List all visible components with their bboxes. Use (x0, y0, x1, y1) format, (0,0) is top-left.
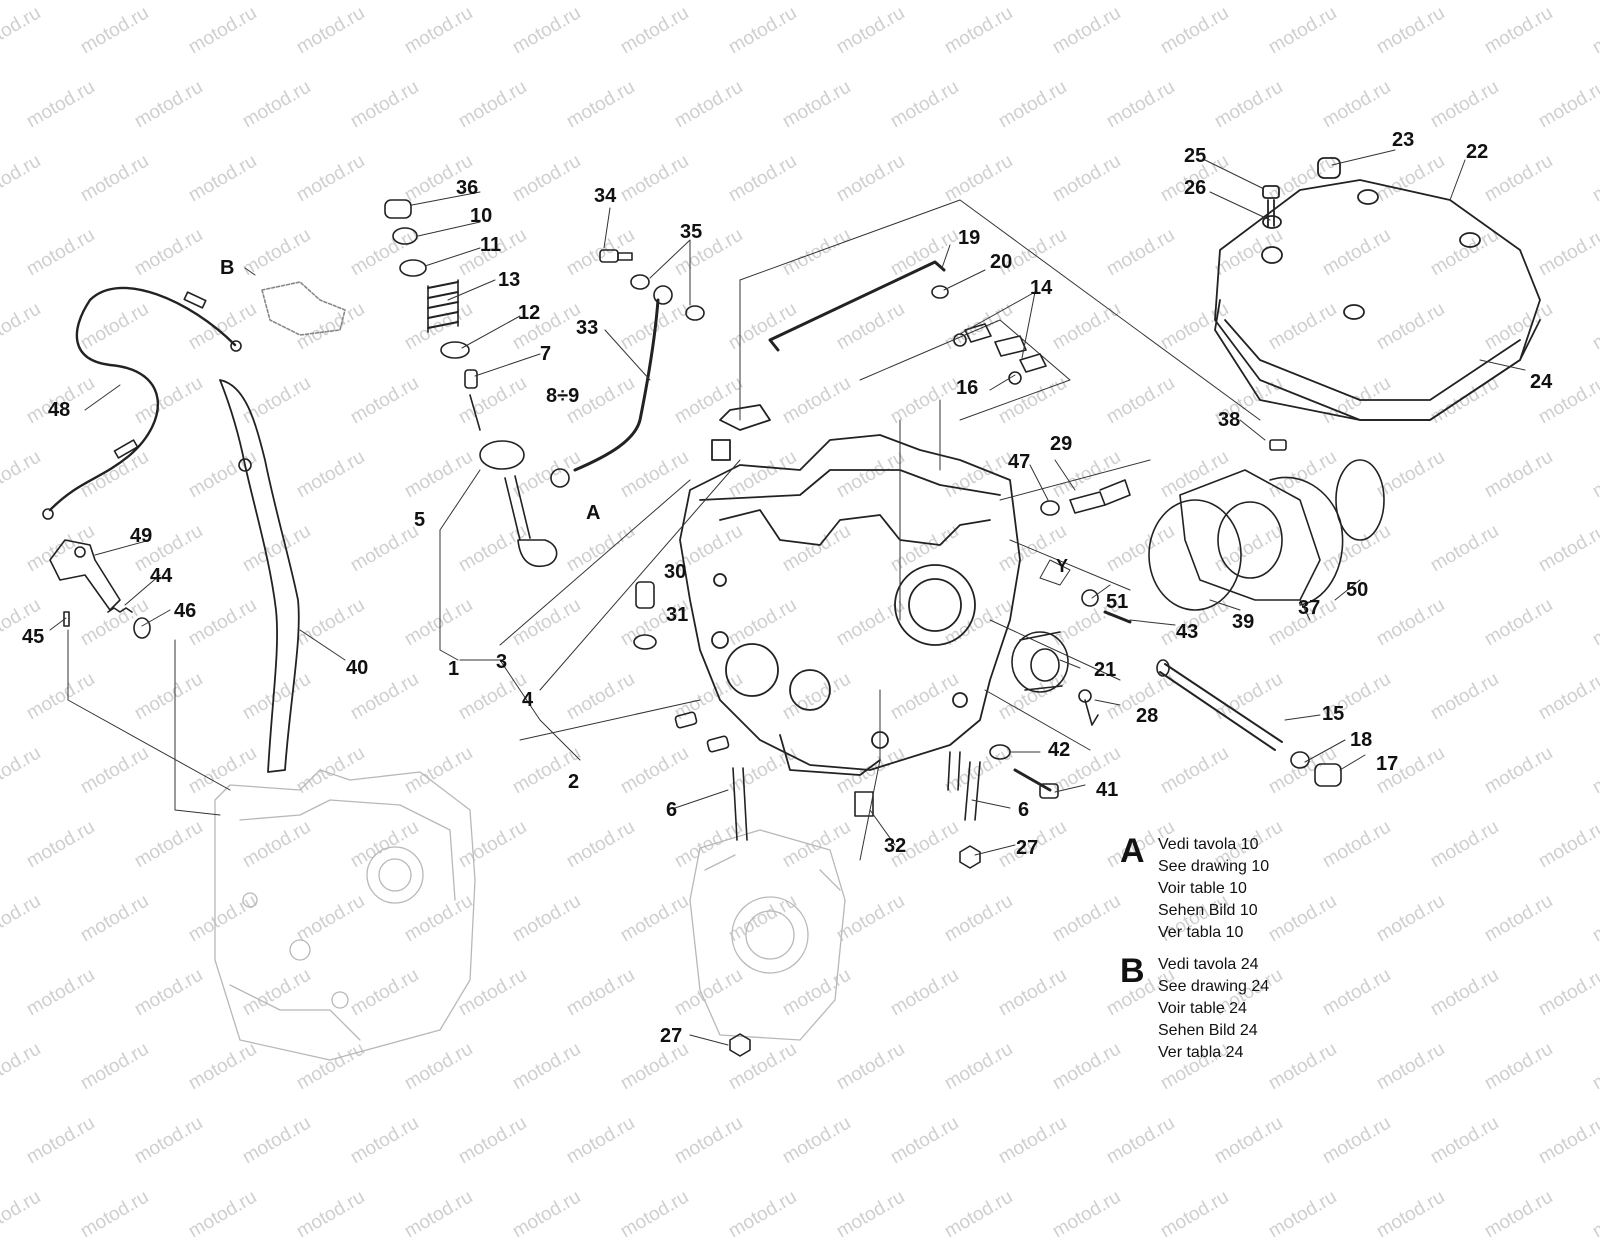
callout-10: 10 (470, 205, 493, 227)
callout-25: 25 (1184, 145, 1207, 167)
pipe-19 (768, 260, 946, 352)
legend-a-line: Voir table 10 (1158, 880, 1247, 897)
callout-21: 21 (1094, 659, 1117, 681)
callout-19: 19 (958, 227, 981, 249)
callout-29: 29 (1050, 433, 1073, 455)
callout-33: 33 (576, 317, 599, 339)
cylinder-ghost (689, 829, 846, 1041)
callout-3: 3 (496, 651, 508, 673)
callout-11: 11 (480, 234, 502, 256)
cable-48 (42, 286, 242, 520)
callout-6-right: 6 (1018, 799, 1030, 821)
legend-b-line: Ver tabla 24 (1158, 1044, 1244, 1061)
legend-a-line: Ver tabla 10 (1158, 924, 1244, 941)
legend-b-line: Sehen Bild 24 (1158, 1022, 1258, 1039)
legend-b-line: Vedi tavola 24 (1158, 956, 1259, 973)
callout-45: 45 (22, 626, 45, 648)
callout-23: 23 (1392, 129, 1415, 151)
legend-a-letter: A (1120, 832, 1145, 870)
callout-48: 48 (48, 399, 71, 421)
callout-15: 15 (1322, 703, 1345, 725)
spark-plug-29 (1040, 479, 1131, 516)
callout-18: 18 (1350, 729, 1373, 751)
callout-42: 42 (1048, 739, 1071, 761)
ref-marker-y: Y (1056, 556, 1069, 576)
oil-line-33 (550, 249, 705, 488)
callout-16: 16 (956, 377, 979, 399)
legend-b-line: Voir table 24 (1158, 1000, 1247, 1017)
callout-37: 37 (1298, 597, 1321, 619)
gasket-b (261, 281, 346, 336)
callout-34: 34 (594, 185, 617, 207)
callout-2: 2 (568, 771, 580, 793)
callout-49: 49 (130, 525, 153, 547)
crankcase-ghost (214, 769, 476, 1061)
callout-31: 31 (666, 604, 689, 626)
callout-46: 46 (174, 600, 197, 622)
cylinder-head (679, 404, 1021, 776)
misc-fasteners (633, 581, 1059, 1057)
legend-a-line: Sehen Bild 10 (1158, 902, 1258, 919)
callout-39: 39 (1232, 611, 1255, 633)
callout-28: 28 (1136, 705, 1159, 727)
chain-guide-40 (219, 379, 300, 773)
callout-26: 26 (1184, 177, 1207, 199)
camshaft-15 (1156, 659, 1342, 787)
callout-27-lower: 27 (660, 1025, 683, 1047)
exploded-parts-drawing (42, 149, 1541, 1061)
callout-50: 50 (1346, 579, 1369, 601)
legend-b-line: See drawing 24 (1158, 978, 1270, 995)
callout-14: 14 (1030, 277, 1053, 299)
callout-35: 35 (680, 221, 703, 243)
callout-32: 32 (884, 835, 907, 857)
valve-train (384, 199, 558, 567)
legend-b-letter: B (1120, 952, 1145, 990)
legend-a-line: See drawing 10 (1158, 858, 1270, 875)
callout-47: 47 (1008, 451, 1031, 473)
callout-22: 22 (1466, 141, 1489, 163)
callout-30: 30 (664, 561, 687, 583)
callout-38: 38 (1218, 409, 1241, 431)
callout-20: 20 (990, 251, 1013, 273)
callout-1: 1 (448, 658, 460, 680)
callout-44: 44 (150, 565, 173, 587)
legend-a-line: Vedi tavola 10 (1158, 836, 1259, 853)
callout-36: 36 (456, 177, 479, 199)
callout-51: 51 (1106, 591, 1129, 613)
callout-41: 41 (1096, 779, 1119, 801)
valve-cover-22 (1214, 157, 1541, 421)
callout-40: 40 (346, 657, 369, 679)
ref-marker-b: B (220, 257, 235, 279)
callout-17: 17 (1376, 753, 1399, 775)
callout-24: 24 (1530, 371, 1553, 393)
callout-13: 13 (498, 269, 521, 291)
fitting-49 (49, 539, 151, 639)
bearing-21 (1011, 631, 1069, 693)
callout-5: 5 (414, 509, 426, 531)
callout-4: 4 (522, 689, 534, 711)
rockers-14-16 (953, 323, 1047, 385)
callout-6-left: 6 (666, 799, 678, 821)
callout-8-9: 8÷9 (546, 385, 580, 407)
callout-27-upper: 27 (1016, 837, 1039, 859)
legend-a-lines: Vedi tavola 10 See drawing 10 Voir table… (1158, 834, 1269, 944)
callout-12: 12 (518, 302, 541, 324)
ref-marker-a: A (586, 502, 601, 524)
legend-b-lines: Vedi tavola 24 See drawing 24 Voir table… (1158, 954, 1269, 1064)
bolt-28 (1084, 699, 1099, 726)
callout-43: 43 (1176, 621, 1199, 643)
intake-manifold-37 (1081, 439, 1385, 624)
callout-7: 7 (540, 343, 552, 365)
leader-lines (49, 149, 1526, 1046)
